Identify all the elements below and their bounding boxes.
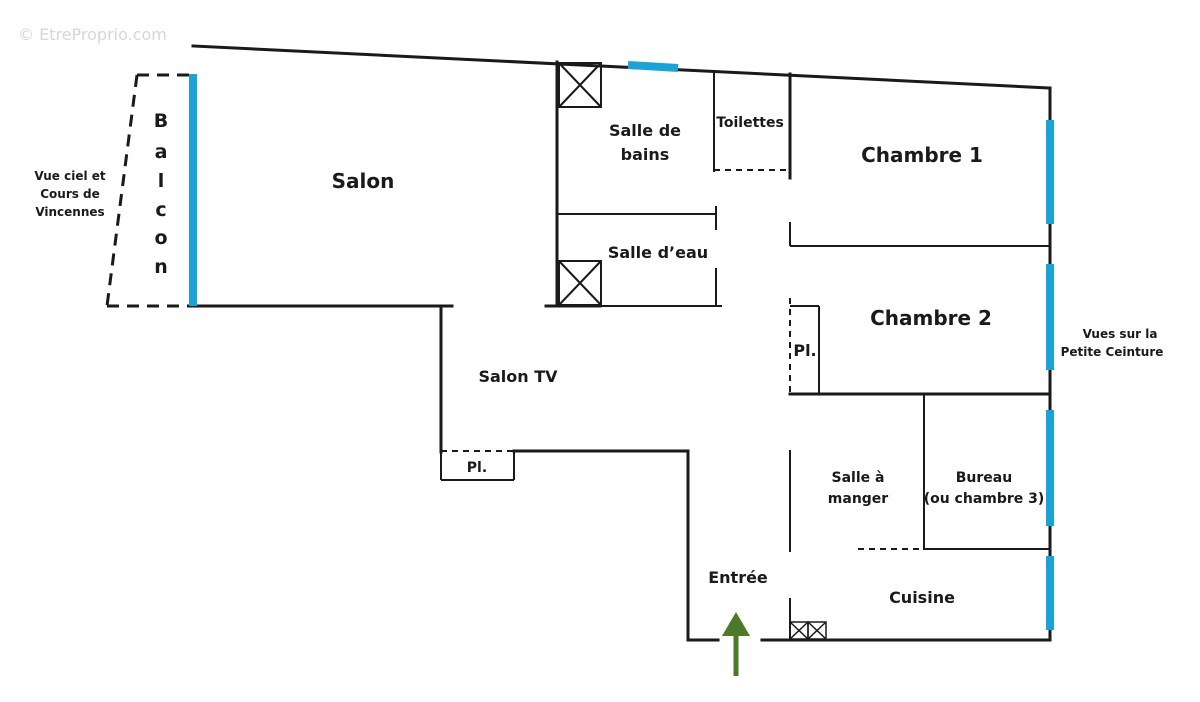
placard-label-chambre: Pl. — [793, 341, 816, 360]
room-label-entree: Entrée — [708, 568, 768, 587]
view-note-right-2: Petite Ceinture — [1061, 345, 1164, 359]
watermark-text: © EtreProprio.com — [18, 25, 167, 44]
room-label-salon-tv: Salon TV — [478, 367, 558, 386]
view-note-left-3: Vincennes — [35, 205, 104, 219]
room-label-salle-de-bains-1: Salle de — [609, 121, 681, 140]
placard-salon-tv — [440, 450, 515, 481]
room-label-chambre1: Chambre 1 — [861, 143, 983, 167]
balcon-letter: l — [158, 170, 165, 192]
balcony-outline — [105, 73, 193, 308]
entry-arrow-icon — [722, 612, 750, 676]
balcon-letter: c — [155, 199, 166, 221]
room-label-toilettes: Toilettes — [716, 115, 784, 131]
room-label-chambre2: Chambre 2 — [870, 306, 992, 330]
room-label-cuisine: Cuisine — [889, 588, 955, 607]
view-note-right-1: Vues sur la — [1083, 327, 1158, 341]
view-note-left-1: Vue ciel et — [34, 169, 106, 183]
top-wall — [191, 44, 1052, 90]
balcon-letter: a — [155, 141, 168, 163]
room-label-salle-de-bains-2: bains — [621, 145, 670, 164]
room-label-bureau-2: (ou chambre 3) — [924, 491, 1045, 507]
balcon-label: B a l c o n — [154, 110, 168, 278]
room-label-salon: Salon — [332, 169, 395, 193]
room-label-bureau-1: Bureau — [956, 470, 1012, 486]
vent-duct-bottom — [558, 260, 602, 306]
windows — [189, 61, 1054, 630]
room-label-salle-a-manger-2: manger — [828, 491, 889, 507]
balcon-letter: B — [154, 110, 168, 132]
balcon-letter: n — [154, 256, 168, 278]
vent-duct-cuisine — [789, 621, 827, 640]
room-label-salle-a-manger-1: Salle à — [832, 470, 885, 486]
window-salle-de-bains — [627, 61, 679, 72]
view-note-left-2: Cours de — [40, 187, 100, 201]
vent-duct-top — [558, 62, 602, 108]
placard-label-salon-tv: Pl. — [467, 460, 487, 476]
room-label-salle-deau: Salle d’eau — [608, 243, 708, 262]
balcon-letter: o — [154, 227, 167, 249]
